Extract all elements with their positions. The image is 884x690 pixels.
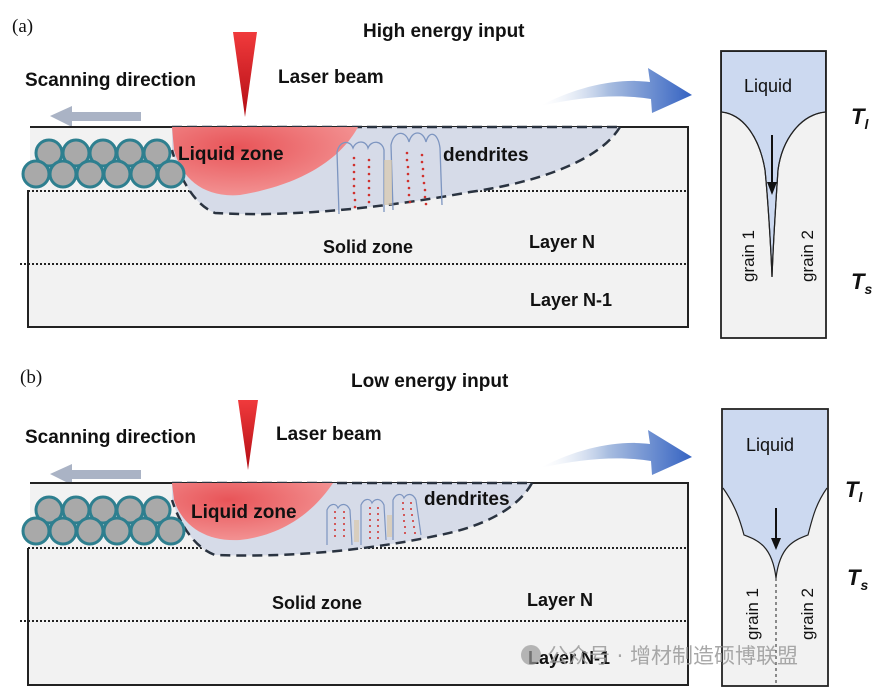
grain-inset: Liquid grain 1 grain 2 (721, 408, 829, 687)
solidus-temperature-label: Ts (851, 269, 872, 297)
grain-2-label: grain 2 (798, 588, 817, 640)
watermark: 公众号 · 增材制造硕博联盟 (521, 644, 798, 668)
zoom-in-arrow-icon (540, 68, 692, 113)
dendrites-label: dendrites (424, 489, 510, 510)
zoom-in-arrow-icon (540, 430, 692, 475)
grain-2-label: grain 2 (798, 230, 817, 282)
liquid-zone (172, 483, 333, 541)
dendrites (336, 132, 443, 215)
powder-particles (21, 495, 186, 546)
panel-letter: (b) (20, 367, 42, 388)
watermark-text: 公众号 · 增材制造硕博联盟 (547, 644, 798, 668)
solid-zone-label: Solid zone (323, 237, 413, 257)
grain-1-label: grain 1 (743, 588, 762, 640)
panel-title: High energy input (363, 21, 525, 42)
panel-title: Low energy input (351, 371, 509, 392)
scan-direction-arrow-icon (50, 106, 141, 127)
panel-a: (a) High energy input Scanning direction… (0, 16, 872, 339)
layer-n-minus-1-label: Layer N-1 (528, 648, 610, 668)
liquidus-temperature-label: Tl (851, 104, 869, 132)
inset-liquid-label: Liquid (746, 435, 794, 455)
layer-n-label: Layer N (529, 232, 595, 252)
layer-n-minus-1-label: Layer N-1 (530, 290, 612, 310)
wechat-icon (521, 645, 541, 665)
powder-particles (21, 138, 186, 189)
panel-letter: (a) (12, 16, 33, 37)
grain-inset: Liquid grain 1 grain 2 (720, 50, 827, 339)
laser-beam-label: Laser beam (276, 424, 382, 445)
laser-beam-icon (238, 400, 258, 470)
scan-direction-arrow-icon (50, 464, 141, 485)
layer-n-label: Layer N (527, 590, 593, 610)
solidus-temperature-label: Ts (847, 565, 868, 593)
laser-beam-icon (233, 32, 257, 117)
laser-beam-label: Laser beam (278, 67, 384, 88)
scanning-direction-label: Scanning direction (25, 70, 196, 91)
liquid-zone-label: Liquid zone (178, 144, 284, 165)
liquid-zone (172, 127, 358, 196)
scanning-direction-label: Scanning direction (25, 427, 196, 448)
solid-zone-label: Solid zone (272, 593, 362, 613)
dendrites-label: dendrites (443, 145, 529, 166)
panel-b: (b) Low energy input Scanning direction … (0, 367, 868, 687)
grain-1-label: grain 1 (739, 230, 758, 282)
liquid-zone-label: Liquid zone (191, 502, 297, 523)
dendrites (326, 493, 422, 546)
liquidus-temperature-label: Tl (845, 477, 863, 505)
inset-liquid-label: Liquid (744, 76, 792, 96)
